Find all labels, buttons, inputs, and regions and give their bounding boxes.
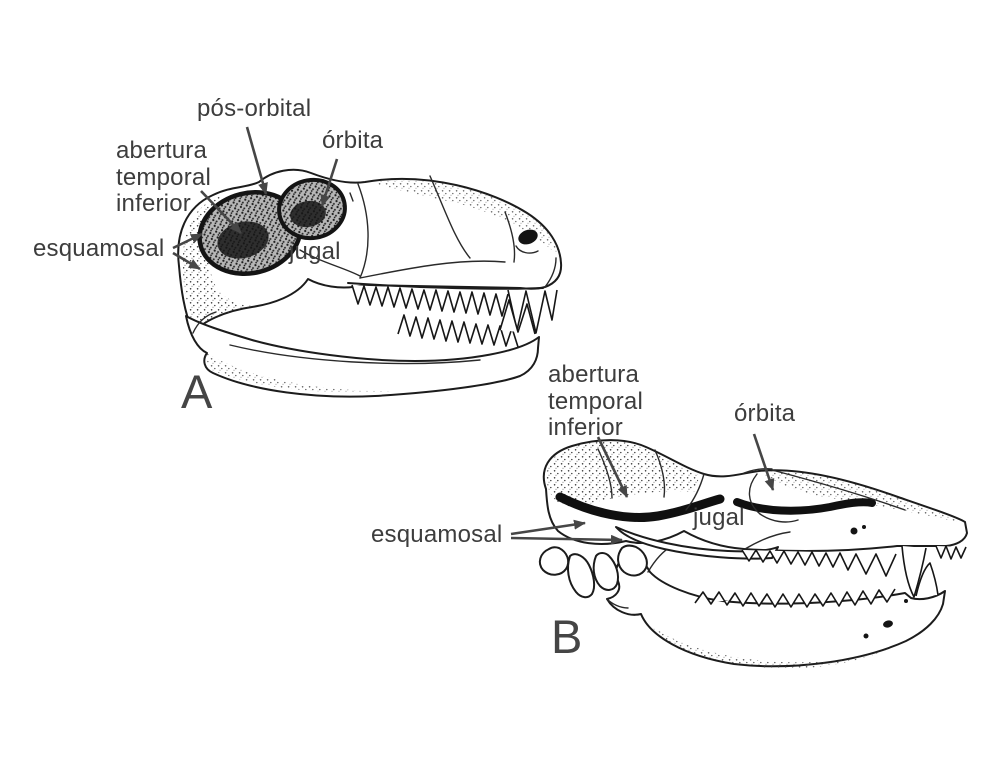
skull-b-jaw-stipple [650, 620, 935, 669]
arrow-esquamosal-a-lower [172, 251, 201, 271]
arrow-pos-orbital-a [245, 126, 268, 195]
skull-b-upper-canine [901, 545, 927, 598]
skull-b-ear-region-bones [538, 544, 648, 599]
skull-a-maxilla-line [347, 282, 544, 290]
label-abertura-b-line2: temporal [548, 387, 643, 415]
label-abertura-temporal-inferior-b: abertura temporal inferior [548, 361, 643, 442]
label-orbita-a: órbita [322, 127, 384, 154]
skull-a-suture-lines [299, 175, 516, 279]
panel-letter-a: A [181, 365, 213, 418]
skull-b-dome-stipple [546, 441, 700, 507]
arrow-abertura-a [200, 190, 242, 234]
skull-a-lower-teeth [397, 314, 519, 348]
skull-a-lower-fangs [499, 299, 536, 335]
label-pos-orbital-a: pós-orbital [197, 95, 312, 122]
skull-a-jaw-stipple [205, 352, 392, 393]
label-arrows-panel-b [510, 433, 775, 545]
label-arrows-panel-a [172, 126, 339, 271]
skull-a-jaw-ridge-line [229, 344, 481, 365]
arrow-orbita-a [320, 158, 339, 207]
skull-b-foramina [850, 525, 908, 639]
arrow-orbita-b [752, 433, 775, 491]
skull-b-temporal-ridge-shading [555, 492, 876, 522]
label-abertura-a-line3: inferior [116, 190, 191, 217]
skull-b-suture-lines [597, 448, 906, 550]
skull-a-jaw-joint-line [192, 311, 217, 334]
skull-b-upper-molars [741, 549, 897, 577]
label-orbita-b: órbita [734, 400, 796, 427]
label-abertura-b-line1: abertura [548, 361, 639, 388]
skull-b-incisors [935, 545, 967, 560]
label-jugal-a: jugal [289, 238, 341, 265]
label-abertura-temporal-inferior-a: abertura temporal inferior [116, 137, 211, 218]
skull-b-lower-jaw [606, 550, 946, 668]
label-esquamosal-b: esquamosal [371, 521, 503, 548]
arrow-esquamosal-b-lower [510, 534, 623, 545]
skull-b-muzzle-stipple [760, 471, 963, 523]
label-abertura-b-line3: inferior [548, 414, 623, 441]
skull-b-drawing [538, 439, 968, 669]
skull-b-lower-canine [915, 562, 939, 597]
skull-a-upper-teeth [351, 284, 509, 317]
panel-letter-b: B [551, 610, 583, 663]
arrow-esquamosal-b-upper [510, 519, 586, 536]
label-abertura-a-line1: abertura [116, 137, 207, 164]
skull-a-drawing [177, 168, 563, 398]
skull-a-snout-stipple [370, 179, 560, 258]
label-jugal-b: jugal [693, 504, 745, 531]
label-esquamosal-a: esquamosal [33, 235, 165, 262]
skull-b-orbit-rim [743, 468, 799, 523]
skull-b-lower-molars [694, 588, 896, 608]
label-abertura-a-line2: temporal [116, 163, 211, 191]
skull-b-angular-process-line [606, 598, 629, 609]
arrow-abertura-b [596, 436, 629, 498]
skull-a-nostril [515, 229, 557, 288]
arrow-esquamosal-a-upper [172, 232, 203, 250]
skull-a-lower-jaw [185, 315, 540, 398]
